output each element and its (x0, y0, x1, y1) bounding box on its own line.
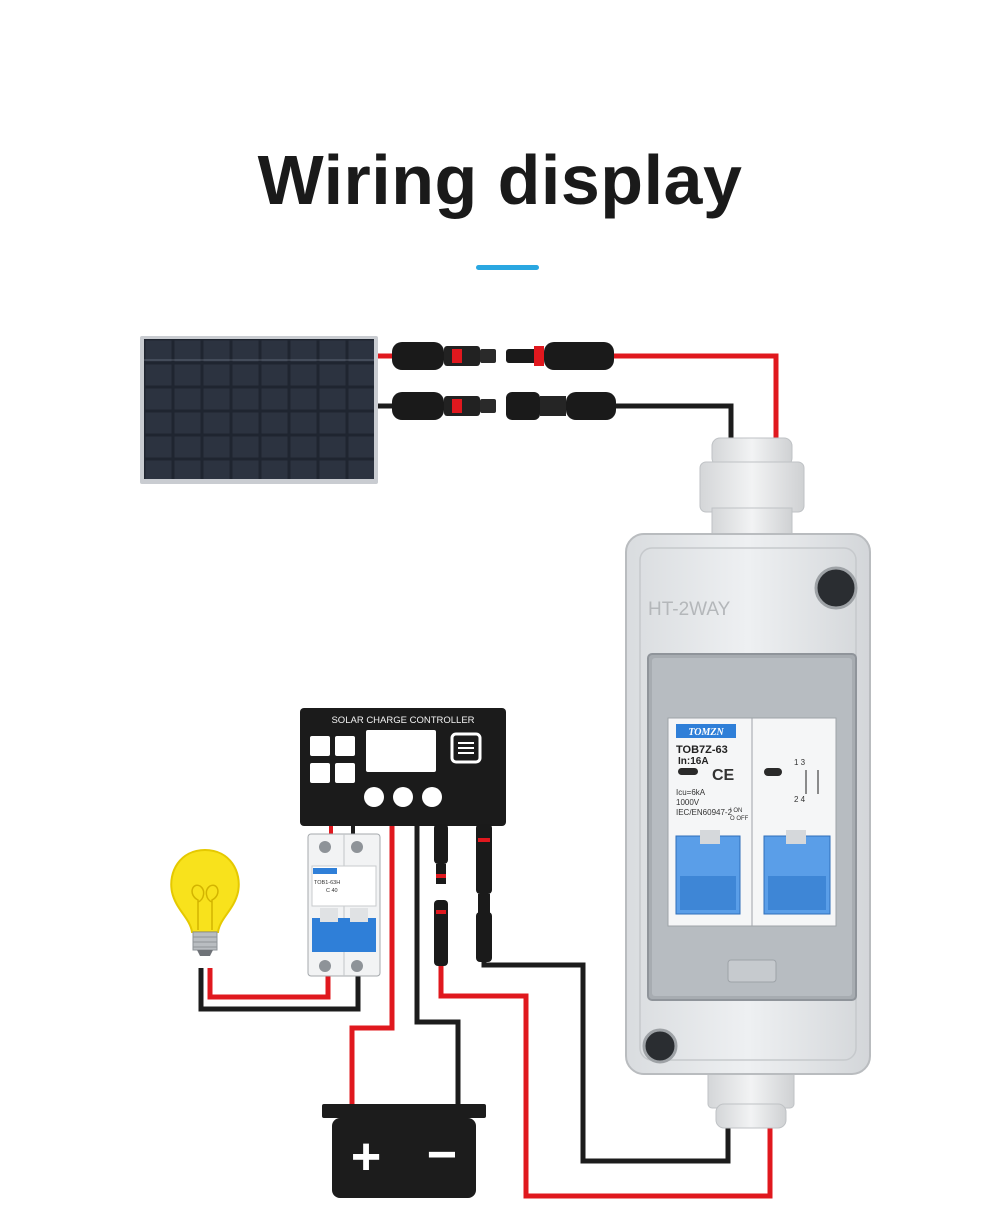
dc-breaker-icu: Icu=6kA (676, 788, 706, 797)
mc4-connector-bottom-left (392, 392, 496, 420)
dc-breaker-terminals-bottom: 2 4 (794, 795, 806, 804)
enclosure-latch (727, 959, 777, 983)
dc-breaker-voltage: 1000V (676, 798, 700, 807)
battery-minus: − (427, 1126, 457, 1184)
light-bulb-icon (170, 848, 240, 956)
small-breaker-toggle (312, 918, 376, 952)
controller-button-2 (393, 787, 413, 807)
small-breaker-model: TOB1-63H (314, 880, 340, 886)
page-title: Wiring display (257, 141, 743, 219)
controller-button-1 (364, 787, 384, 807)
dc-breaker-model: TOB7Z-63 (676, 744, 728, 756)
title-underline (476, 265, 539, 270)
out-positive-wire (438, 962, 773, 1199)
battery-plus: + (351, 1128, 381, 1186)
small-breaker-rating: C 40 (326, 888, 338, 894)
solar-charge-controller: SOLAR CHARGE CONTROLLER (300, 708, 506, 826)
pv-positive-wire (612, 353, 779, 450)
battery: + − (322, 1104, 486, 1198)
bottom-cable-gland (707, 1067, 795, 1129)
dc-breaker-off: O OFF (730, 816, 749, 822)
ce-mark: CE (712, 767, 735, 784)
screw-hole-top-right (814, 566, 858, 610)
dc-breaker-on: I ON (730, 808, 742, 814)
enclosure: HT-2WAY TOMZN TOB7Z-63 In:16A CE Icu=6kA… (625, 437, 871, 1129)
dc-breaker-standard: IEC/EN60947-2 (676, 808, 733, 817)
inline-connector-left (434, 824, 448, 966)
dc-breaker-rating: In:16A (678, 756, 709, 767)
bulb-red-wire (207, 968, 331, 1000)
enclosure-label: HT-2WAY (648, 599, 731, 620)
bulb-black-wire (198, 968, 361, 1012)
battery-positive-wire (349, 825, 395, 1106)
dc-breaker-terminals-top: 1 3 (794, 758, 806, 767)
small-breaker: TOB1-63H C 40 (307, 833, 381, 977)
battery-negative-wire (414, 825, 461, 1106)
menu-icon (450, 732, 482, 764)
dc-breaker-brand: TOMZN (688, 727, 724, 738)
inline-connector-right (476, 824, 492, 962)
pv-negative-wire (612, 403, 734, 450)
controller-button-3 (422, 787, 442, 807)
controller-display (366, 730, 436, 772)
mc4-connector-top-right (506, 342, 614, 370)
top-cable-gland (699, 437, 805, 539)
screw-hole-bottom-left (642, 1028, 678, 1064)
solar-panel (140, 336, 378, 484)
mc4-connector-top-left (392, 342, 496, 370)
dc-breaker: TOMZN TOB7Z-63 In:16A CE Icu=6kA 1000V I… (667, 717, 837, 927)
mc4-connector-bottom-right (506, 392, 616, 420)
controller-label: SOLAR CHARGE CONTROLLER (331, 715, 474, 726)
